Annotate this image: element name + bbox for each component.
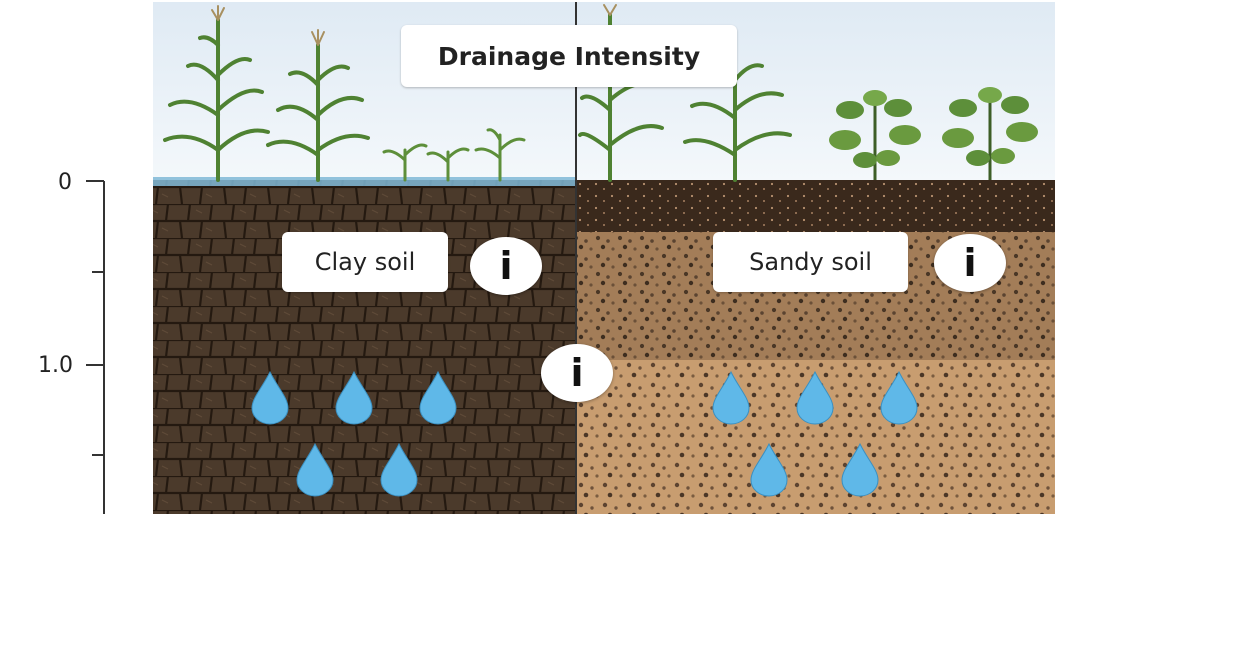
water-drop xyxy=(841,442,879,497)
soybean-plant xyxy=(829,90,921,180)
center-info-button[interactable]: i xyxy=(541,344,613,402)
water-drops-sand xyxy=(712,370,918,497)
clay-soil-label: Clay soil xyxy=(282,232,448,292)
water-drop xyxy=(419,370,457,425)
clay-info-button[interactable]: i xyxy=(470,237,542,295)
water-drop xyxy=(380,442,418,497)
water-drop xyxy=(796,370,834,425)
axis-tick-label: 1.0 xyxy=(38,353,73,378)
info-icon: i xyxy=(570,351,584,395)
water-drop xyxy=(296,442,334,497)
chart-title: Drainage Intensity xyxy=(401,25,737,87)
water-drop xyxy=(712,370,750,425)
corn-plant xyxy=(266,29,370,182)
depth-axis xyxy=(86,180,105,514)
water-drop xyxy=(335,370,373,425)
surface-water xyxy=(153,177,577,186)
water-drops-clay xyxy=(251,370,457,497)
water-drop xyxy=(880,370,918,425)
sandy-soil-label: Sandy soil xyxy=(713,232,908,292)
water-drop xyxy=(251,370,289,425)
axis-tick-label: 0 xyxy=(58,170,72,195)
info-icon: i xyxy=(963,241,977,285)
water-drop xyxy=(750,442,788,497)
info-icon: i xyxy=(499,244,513,288)
soybean-plant xyxy=(942,87,1038,180)
corn-plant xyxy=(163,5,270,182)
sandy-topsoil-layer xyxy=(577,180,1055,232)
sandy-info-button[interactable]: i xyxy=(934,234,1006,292)
clay-soil-panel xyxy=(153,180,577,514)
seedling xyxy=(382,128,526,182)
